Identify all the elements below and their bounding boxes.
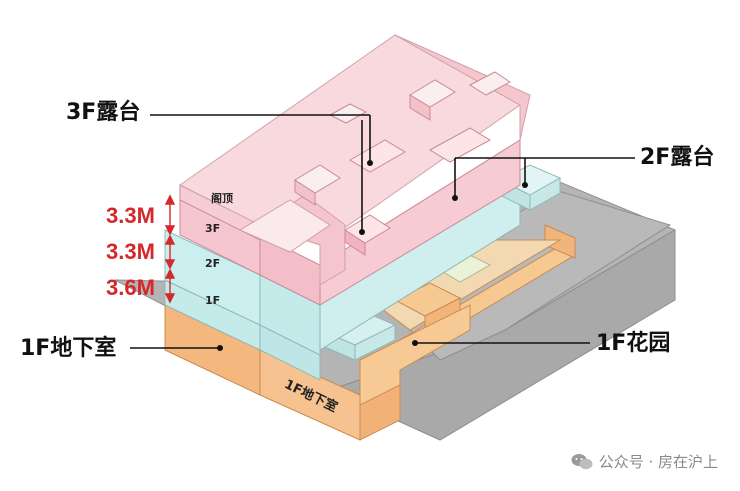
3f-terrace-c	[428, 127, 492, 163]
2f-terrace-side	[529, 177, 561, 211]
height-arrows	[164, 194, 176, 304]
leader-3f-terrace-dot-2	[359, 229, 365, 235]
leader-2f-terrace-dot-2	[522, 182, 528, 188]
height-1f: 3.6M	[106, 275, 155, 300]
dormer-3	[328, 103, 368, 124]
watermark: 公众号 · 房在沪上	[571, 451, 718, 472]
floor-label-1f: 1F	[205, 294, 221, 307]
3f-terrace-a-front	[344, 229, 366, 256]
callout-3f-terrace: 3F露台	[66, 100, 141, 125]
wechat-icon	[571, 453, 593, 469]
1f-terrace-box-front	[354, 324, 396, 361]
watermark-text: 公众号 · 房在沪上	[598, 453, 718, 471]
garden-wall-right	[544, 224, 576, 259]
dormer-1-front	[294, 179, 316, 206]
3f-terrace-b	[349, 139, 406, 173]
height-2f: 3.3M	[106, 239, 155, 264]
floor-label-2f: 2F	[205, 257, 221, 270]
dormer-2-front	[409, 94, 431, 121]
roof-gable-white	[238, 199, 331, 253]
height-3f: 3.3M	[106, 203, 155, 228]
pink-main-side	[319, 139, 521, 306]
floor-label-3f: 3F	[205, 222, 221, 235]
leader-2f-terrace-dot	[452, 195, 458, 201]
basement-front-lower	[359, 304, 471, 406]
leader-basement-dot	[217, 345, 223, 351]
floor-label-attic: 阁顶	[211, 192, 233, 205]
leader-3f-terrace-dot	[367, 160, 373, 166]
callout-1f-garden: 1F花园	[596, 331, 671, 356]
callout-2f-terrace: 2F露台	[640, 145, 715, 170]
dormer-4	[468, 71, 511, 96]
leader-garden-dot	[412, 340, 418, 346]
callout-1f-basement: 1F地下室	[20, 336, 117, 361]
